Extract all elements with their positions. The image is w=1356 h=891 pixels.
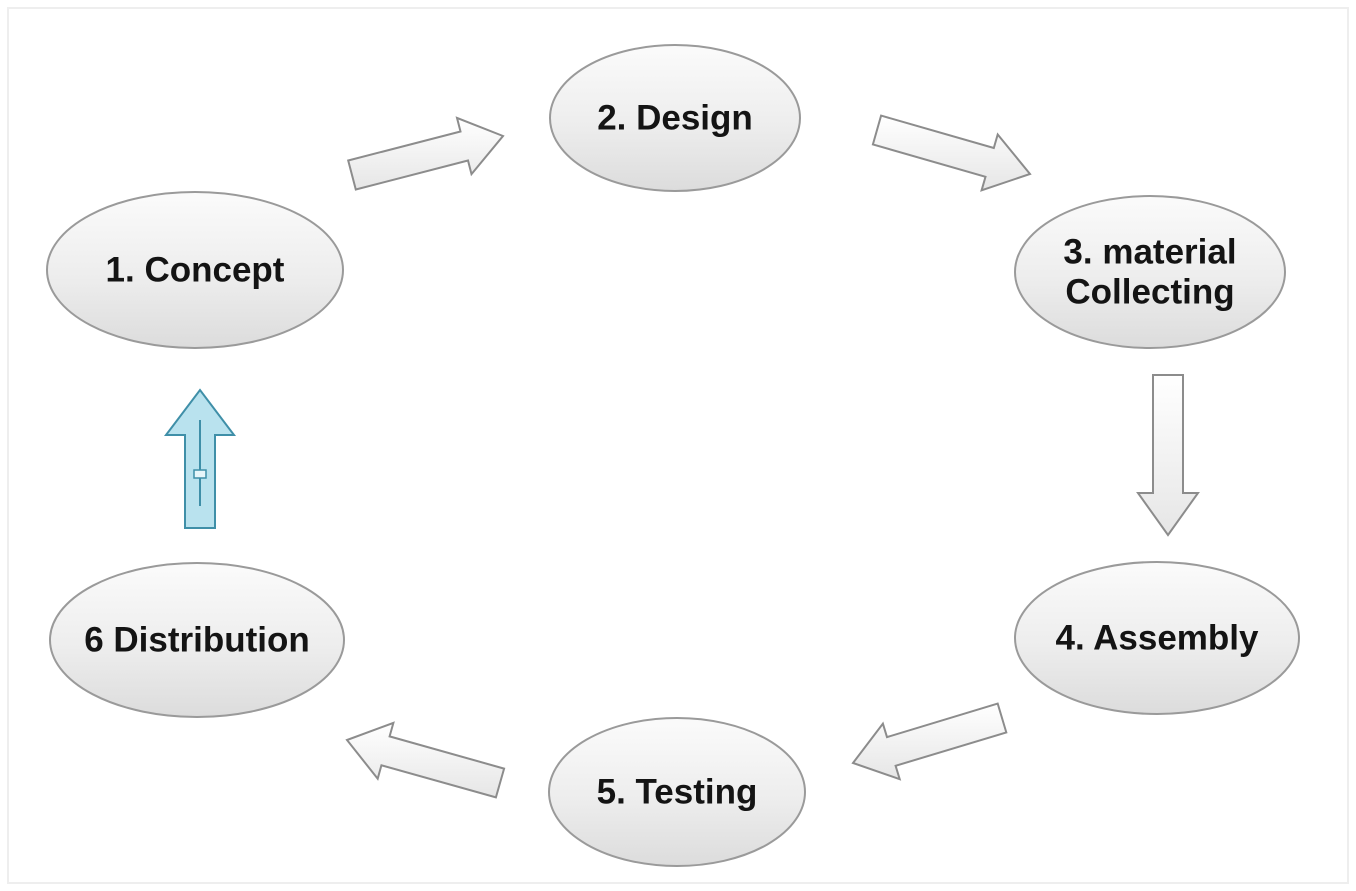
node-assembly-label-line-1: 4. Assembly	[1056, 619, 1260, 658]
arrow-distribution-concept-detail-knob	[193, 469, 207, 479]
node-concept: 1. Concept	[46, 191, 344, 349]
edges-layer	[163, 114, 1200, 799]
node-material-label-line-2: Collecting	[1065, 273, 1234, 312]
arrow-assembly-testing-shape	[851, 702, 1008, 781]
arrow-material-assembly	[1136, 374, 1200, 537]
node-testing-label-line-1: 5. Testing	[597, 773, 758, 812]
arrow-distribution-concept	[163, 388, 237, 529]
node-testing: 5. Testing	[548, 717, 806, 867]
node-design-label-line-1: 2. Design	[597, 99, 753, 138]
node-distribution: 6 Distribution	[49, 562, 345, 718]
arrow-material-assembly-shape	[1136, 374, 1200, 537]
arrow-testing-distribution	[345, 721, 506, 799]
arrow-assembly-testing	[851, 702, 1008, 781]
node-distribution-ellipse	[49, 562, 345, 718]
nodes-layer: 1. Concept 2. Design 3. materialCollecting…	[46, 44, 1300, 867]
node-testing-ellipse	[548, 717, 806, 867]
node-design: 2. Design	[549, 44, 801, 192]
node-distribution-label-line-1: 6 Distribution	[84, 621, 310, 660]
arrow-concept-design-shape	[346, 116, 505, 191]
node-assembly: 4. Assembly	[1014, 561, 1300, 715]
node-design-ellipse	[549, 44, 801, 192]
arrow-design-material-shape	[871, 114, 1032, 192]
arrow-testing-distribution-shape	[345, 721, 506, 799]
node-concept-ellipse	[46, 191, 344, 349]
node-material-ellipse	[1014, 195, 1286, 349]
arrow-design-material	[871, 114, 1032, 192]
node-assembly-ellipse	[1014, 561, 1300, 715]
arrow-concept-design	[346, 116, 505, 191]
node-material-label-line-1: 3. material	[1063, 233, 1236, 272]
figure-border	[7, 7, 1349, 884]
node-concept-label-line-1: 1. Concept	[106, 251, 285, 290]
